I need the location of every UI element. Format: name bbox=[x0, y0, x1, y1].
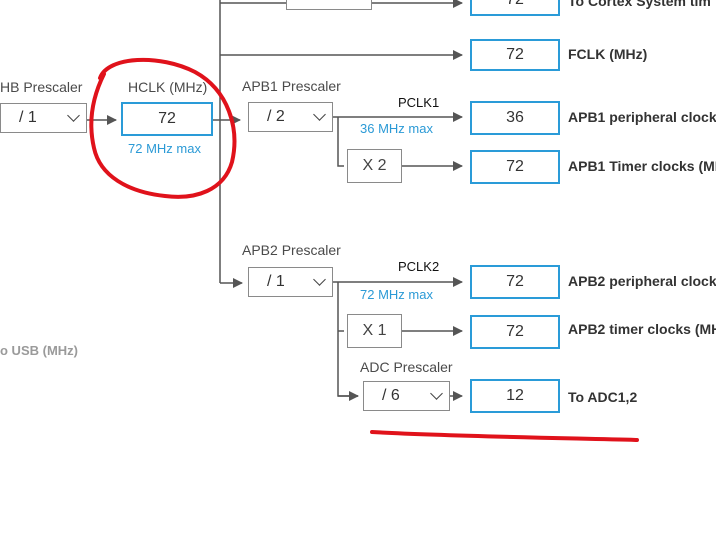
apb1-prescaler-label: APB1 Prescaler bbox=[242, 78, 341, 94]
chevron-down-icon bbox=[313, 108, 326, 121]
ahb-prescaler-value: / 1 bbox=[19, 109, 37, 126]
apb2-timer-label: APB2 timer clocks (MHz) bbox=[568, 321, 716, 337]
usb-label: o USB (MHz) bbox=[0, 343, 78, 358]
hclk-value-box[interactable]: 72 bbox=[121, 102, 213, 136]
hclk-label: HCLK (MHz) bbox=[128, 79, 208, 95]
pclk1-max-label: 36 MHz max bbox=[360, 121, 433, 136]
top-partial-value-box[interactable]: 72 bbox=[470, 0, 560, 16]
chevron-down-icon bbox=[67, 109, 80, 122]
adc-prescaler-value: / 6 bbox=[382, 387, 400, 404]
apb2-timer-multiplier-value: X 1 bbox=[362, 322, 387, 339]
wire-apb1-branch bbox=[337, 117, 344, 167]
apb1-timer-value-box[interactable]: 72 bbox=[470, 150, 560, 184]
apb2-prescaler-select[interactable]: / 1 bbox=[248, 267, 333, 297]
adc-prescaler-label: ADC Prescaler bbox=[360, 359, 453, 375]
ahb-prescaler-label: HB Prescaler bbox=[0, 79, 83, 95]
top-partial-select[interactable] bbox=[286, 0, 372, 10]
chevron-down-icon bbox=[313, 273, 326, 286]
adc-prescaler-select[interactable]: / 6 bbox=[363, 381, 450, 411]
apb1-timer-multiplier: X 2 bbox=[347, 149, 402, 183]
adc-value: 12 bbox=[506, 387, 524, 404]
apb2-timer-multiplier: X 1 bbox=[347, 314, 402, 348]
apb2-timer-value: 72 bbox=[506, 323, 524, 340]
fclk-value-box[interactable]: 72 bbox=[470, 39, 560, 71]
red-underline-annotation bbox=[370, 430, 639, 442]
fclk-label: FCLK (MHz) bbox=[568, 46, 648, 62]
fclk-value: 72 bbox=[506, 46, 524, 63]
adc-value-box[interactable]: 12 bbox=[470, 379, 560, 413]
ahb-prescaler-select[interactable]: / 1 bbox=[0, 103, 87, 133]
apb2-prescaler-value: / 1 bbox=[267, 273, 285, 290]
hclk-max-label: 72 MHz max bbox=[128, 141, 201, 156]
hclk-value: 72 bbox=[158, 110, 176, 127]
adc-label: To ADC1,2 bbox=[568, 389, 638, 405]
apb1-prescaler-select[interactable]: / 2 bbox=[248, 102, 333, 132]
chevron-down-icon bbox=[430, 387, 443, 400]
apb1-peripheral-value: 36 bbox=[506, 109, 524, 126]
apb2-peripheral-value: 72 bbox=[506, 273, 524, 290]
apb1-prescaler-value: / 2 bbox=[267, 108, 285, 125]
red-circle-annotation bbox=[89, 57, 237, 199]
pclk2-label: PCLK2 bbox=[398, 259, 440, 274]
pclk2-max-label: 72 MHz max bbox=[360, 287, 433, 302]
apb1-timer-label: APB1 Timer clocks (MHz) bbox=[568, 158, 716, 174]
apb1-timer-multiplier-value: X 2 bbox=[362, 157, 387, 174]
apb2-peripheral-value-box[interactable]: 72 bbox=[470, 265, 560, 299]
apb1-peripheral-value-box[interactable]: 36 bbox=[470, 101, 560, 135]
pclk1-label: PCLK1 bbox=[398, 95, 440, 110]
top-partial-value: 72 bbox=[506, 0, 524, 9]
apb2-timer-value-box[interactable]: 72 bbox=[470, 315, 560, 349]
apb2-prescaler-label: APB2 Prescaler bbox=[242, 242, 341, 258]
top-partial-label: To Cortex System tim bbox=[568, 0, 711, 9]
apb1-peripheral-label: APB1 peripheral clocks bbox=[568, 109, 716, 125]
apb1-timer-value: 72 bbox=[506, 158, 524, 175]
apb2-peripheral-label: APB2 peripheral clocks bbox=[568, 273, 716, 289]
